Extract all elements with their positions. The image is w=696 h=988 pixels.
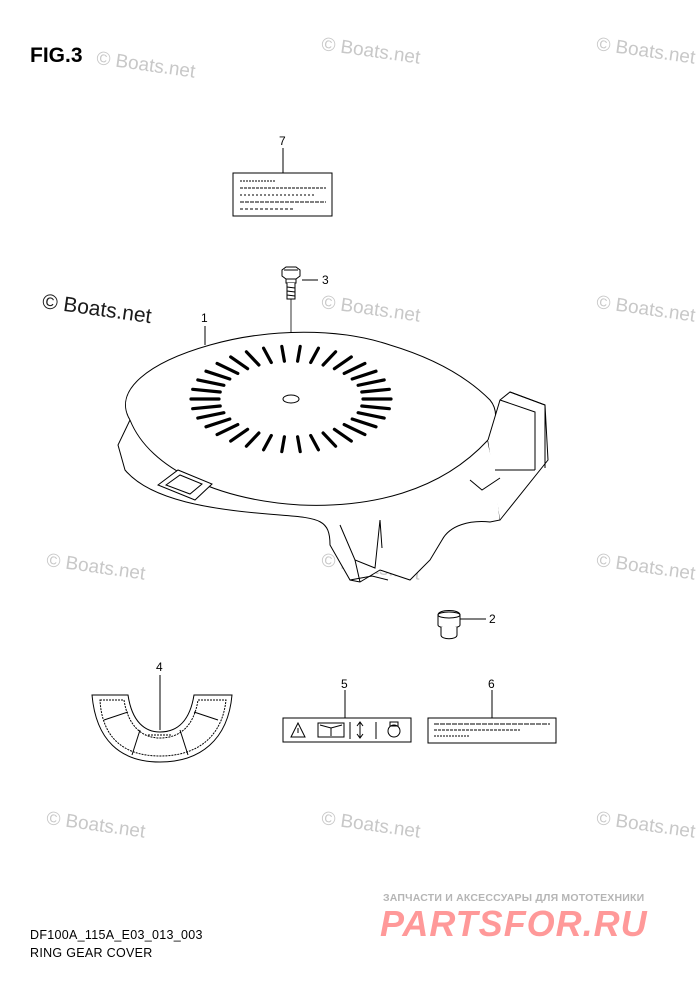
vent-slot <box>229 355 250 371</box>
vent-slot <box>360 404 391 411</box>
callout-6: 6 <box>488 677 495 691</box>
vent-slot <box>356 411 386 420</box>
vent-slot <box>215 423 240 437</box>
part-3-bolt <box>281 266 301 300</box>
footer-name: RING GEAR COVER <box>30 946 153 960</box>
vent-slot <box>191 404 222 411</box>
part-2-grommet <box>437 610 461 640</box>
footer-code: DF100A_115A_E03_013_003 <box>30 928 203 942</box>
vent-slot <box>342 423 367 437</box>
vent-slot <box>262 346 273 365</box>
vent-slot <box>350 369 378 381</box>
vent-slot <box>309 346 320 365</box>
vent-slot <box>296 344 302 363</box>
vent-slot <box>360 387 391 394</box>
vent-slot <box>309 433 320 452</box>
vent-slot <box>296 435 302 454</box>
vent-slot <box>262 433 273 452</box>
vent-slot <box>332 355 353 371</box>
figure-title: FIG.3 <box>30 44 83 67</box>
part-5-warning-label <box>282 717 412 743</box>
callout-3: 3 <box>322 273 329 287</box>
vent-slot <box>321 431 338 448</box>
vent-slot <box>321 350 338 367</box>
vent-slot <box>280 435 286 454</box>
vent-slot <box>229 427 250 443</box>
vent-slot <box>204 369 232 381</box>
part-1-ring-gear-cover <box>117 331 549 583</box>
callout-1: 1 <box>201 311 208 325</box>
vent-slot <box>350 417 378 429</box>
part-6-label-strip <box>427 717 557 744</box>
vent-slot <box>204 417 232 429</box>
vent-slot <box>244 431 261 448</box>
vent-slot <box>280 344 286 363</box>
brand-logo: PARTSFOR.RU <box>380 903 648 944</box>
vent-slot <box>215 361 240 375</box>
vent-slot <box>244 350 261 367</box>
callout-2: 2 <box>489 612 496 626</box>
callout-5: 5 <box>341 677 348 691</box>
vent-slot <box>196 378 226 387</box>
part-4-half-ring-shield <box>91 694 233 763</box>
vent-slot <box>356 378 386 387</box>
callout-4: 4 <box>156 660 163 674</box>
part-7-label <box>232 172 333 217</box>
vent-slot <box>191 387 222 394</box>
vent-slot <box>342 361 367 375</box>
vent-slots <box>189 344 393 454</box>
brand-tagline: ЗАПЧАСТИ И АКСЕССУАРЫ ДЛЯ МОТОТЕХНИКИ <box>383 892 645 904</box>
vent-slot <box>196 411 226 420</box>
callout-7: 7 <box>279 134 286 148</box>
vent-slot <box>332 427 353 443</box>
